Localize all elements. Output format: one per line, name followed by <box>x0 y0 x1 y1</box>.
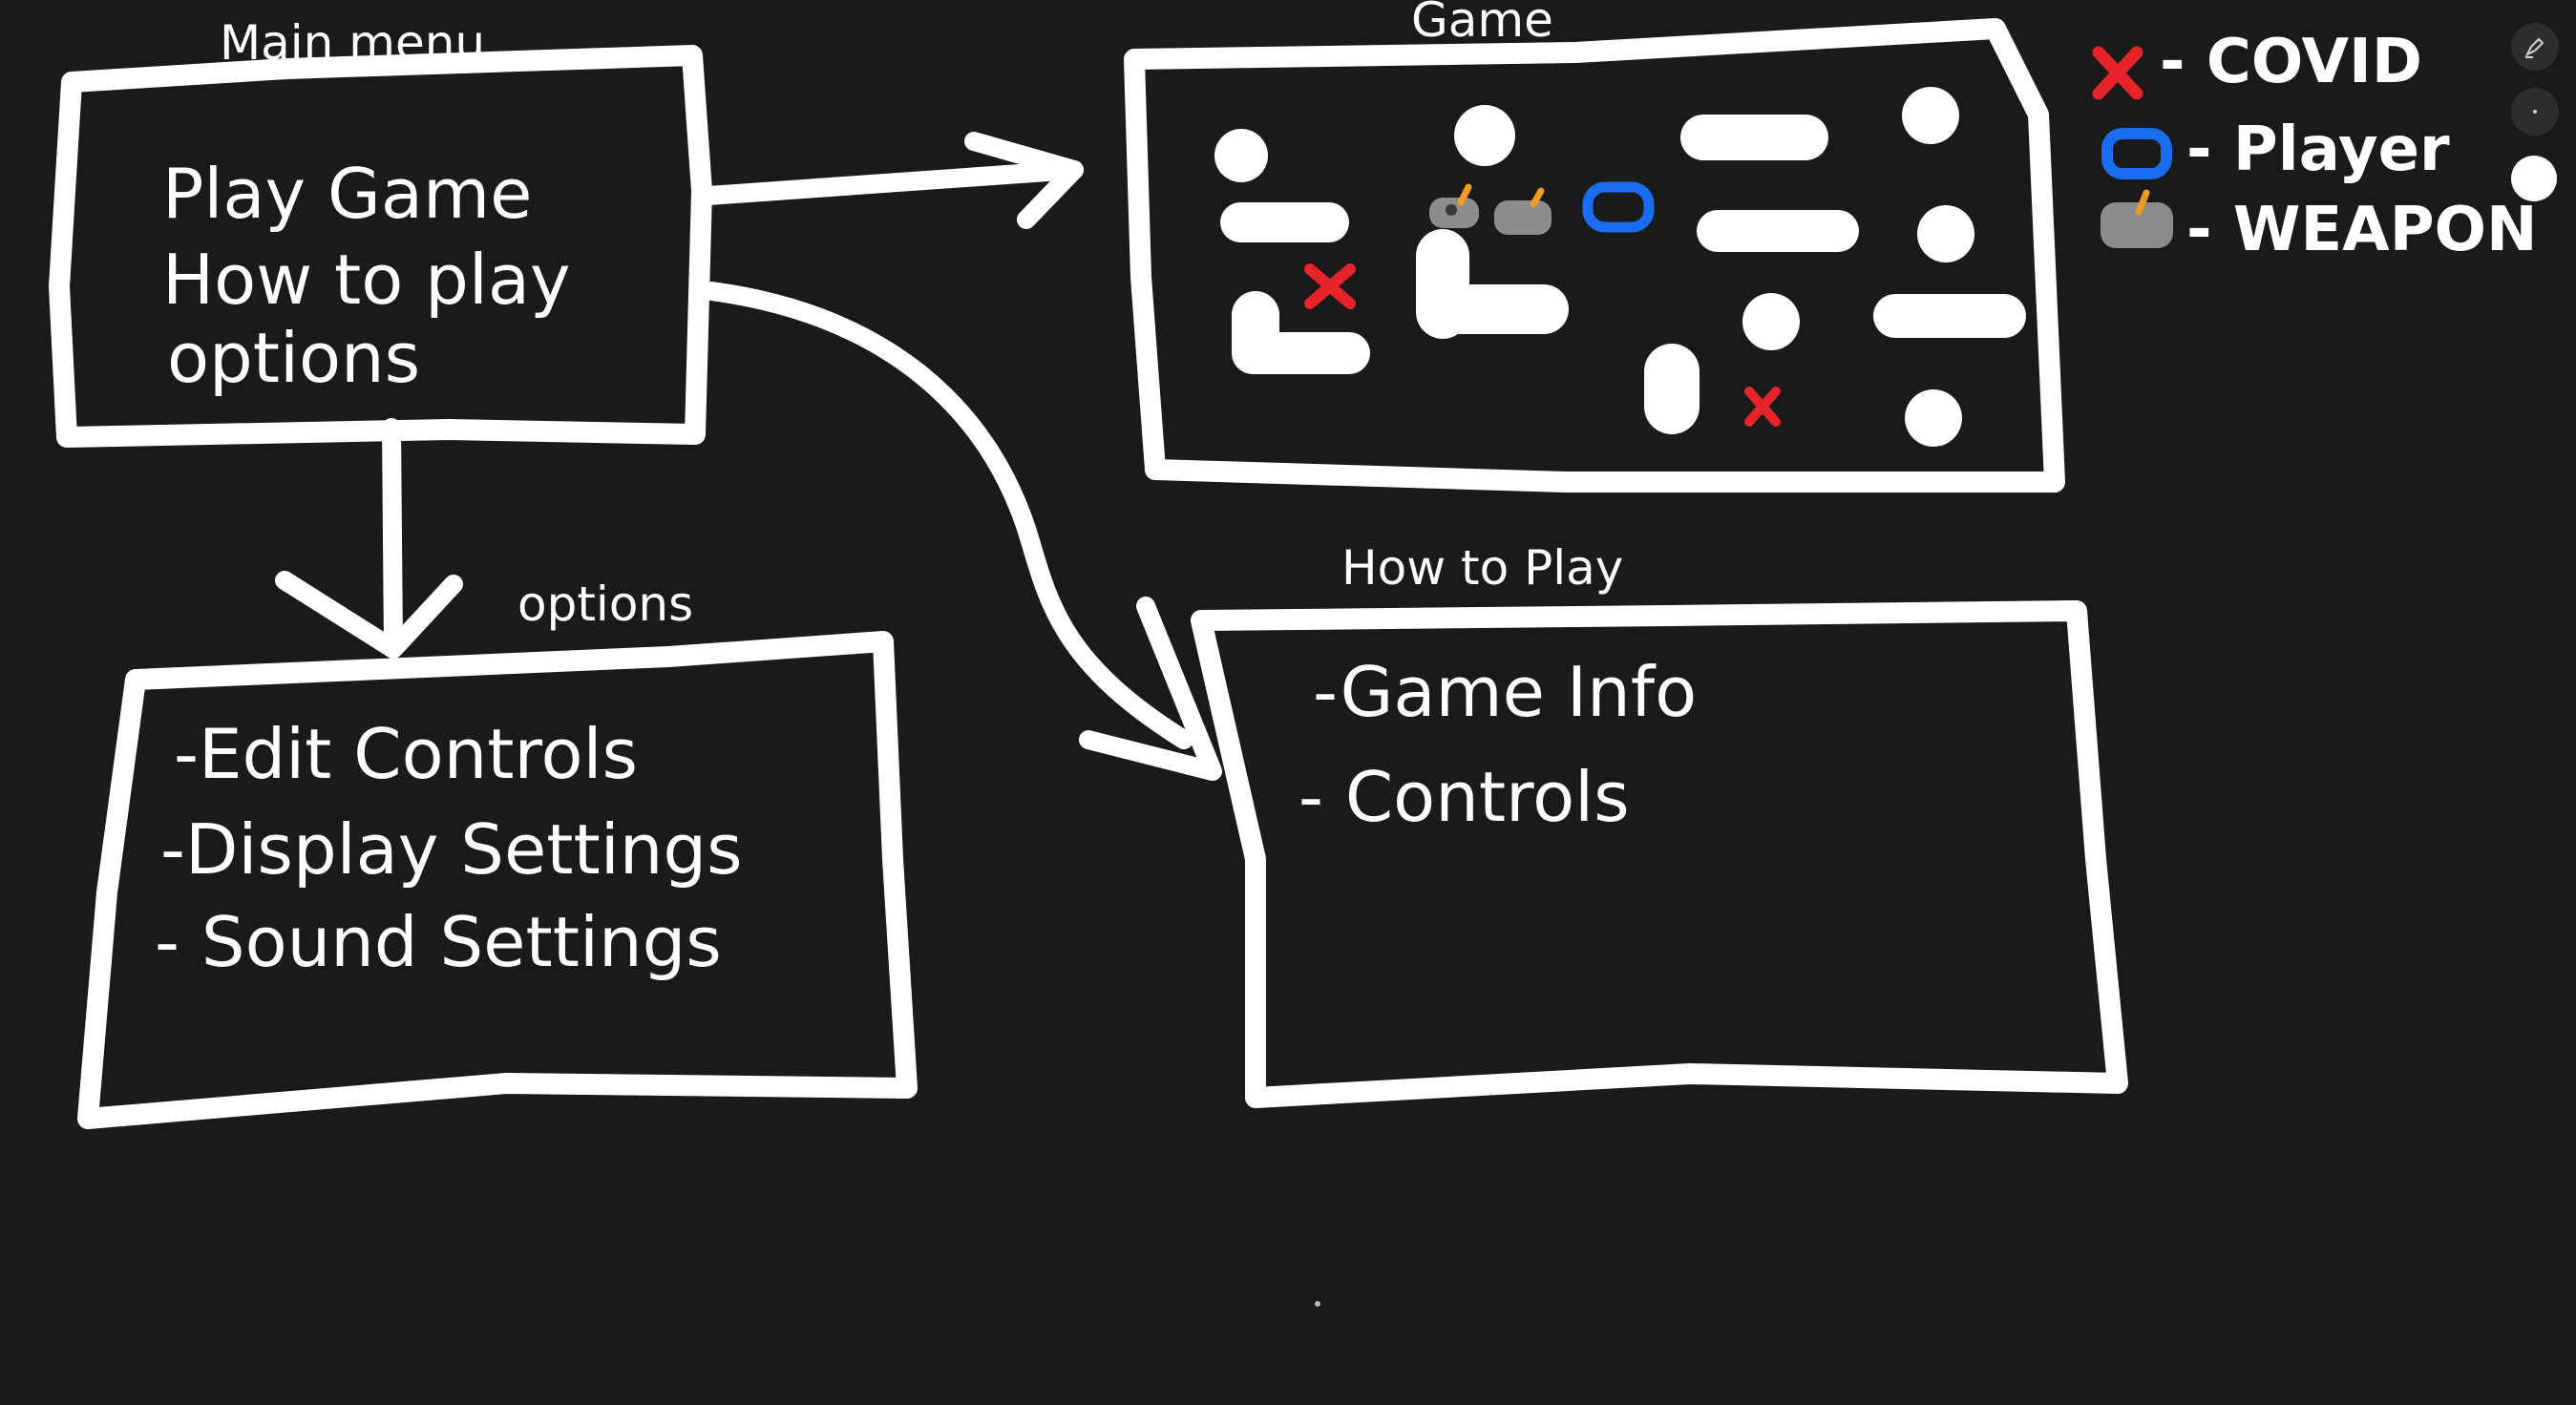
weapon-icon <box>1494 187 1552 235</box>
options-item-edit-controls: -Edit Controls <box>174 714 638 794</box>
legend-covid: - COVID <box>2092 27 2422 100</box>
pen-size-icon <box>2533 110 2537 114</box>
options-title: options <box>517 577 693 632</box>
covid-x-icon <box>1304 263 1356 309</box>
options-box: options -Edit Controls -Display Settings… <box>77 577 918 1129</box>
color-swatch-icon[interactable] <box>2511 156 2557 201</box>
game-box: Game <box>1124 0 2065 493</box>
highlighter-tool-button[interactable] <box>2511 23 2559 71</box>
weapon-icon <box>1429 183 1479 228</box>
how-to-play-item-game-info: -Game Info <box>1313 652 1697 732</box>
main-menu-item-play-game: Play Game <box>162 154 532 234</box>
legend-weapon: - WEAPON <box>2101 189 2538 265</box>
arrow-menu-to-game <box>699 132 1084 229</box>
how-to-play-box: How to Play -Game Info - Controls <box>1191 540 2128 1108</box>
highlighter-icon <box>2524 37 2544 58</box>
main-menu-item-how-to-play: How to play <box>162 240 571 320</box>
legend-player-label: - Player <box>2186 115 2450 185</box>
options-item-display-settings: -Display Settings <box>160 809 743 890</box>
legend-player: - Player <box>2101 115 2450 185</box>
legend-covid-label: - COVID <box>2160 27 2422 97</box>
covid-x-icon <box>1744 387 1781 427</box>
legend-weapon-label: - WEAPON <box>2186 195 2538 265</box>
how-to-play-title: How to Play <box>1341 540 1623 596</box>
stray-dot <box>1315 1301 1320 1307</box>
main-menu-box: Main menu Play Game How to play options <box>49 15 712 448</box>
options-item-sound-settings: - Sound Settings <box>155 902 722 982</box>
how-to-play-item-controls: - Controls <box>1299 757 1630 837</box>
arrow-menu-to-options <box>275 418 463 659</box>
legend: - COVID - Player - WEAPON <box>2092 27 2538 265</box>
player-icon <box>1582 181 1655 233</box>
arrow-menu-to-how-to-play <box>702 282 1222 781</box>
pen-size-button[interactable] <box>2511 88 2559 136</box>
game-title: Game <box>1411 0 1553 48</box>
game-map <box>1214 87 2026 447</box>
main-menu-item-options: options <box>167 318 420 398</box>
